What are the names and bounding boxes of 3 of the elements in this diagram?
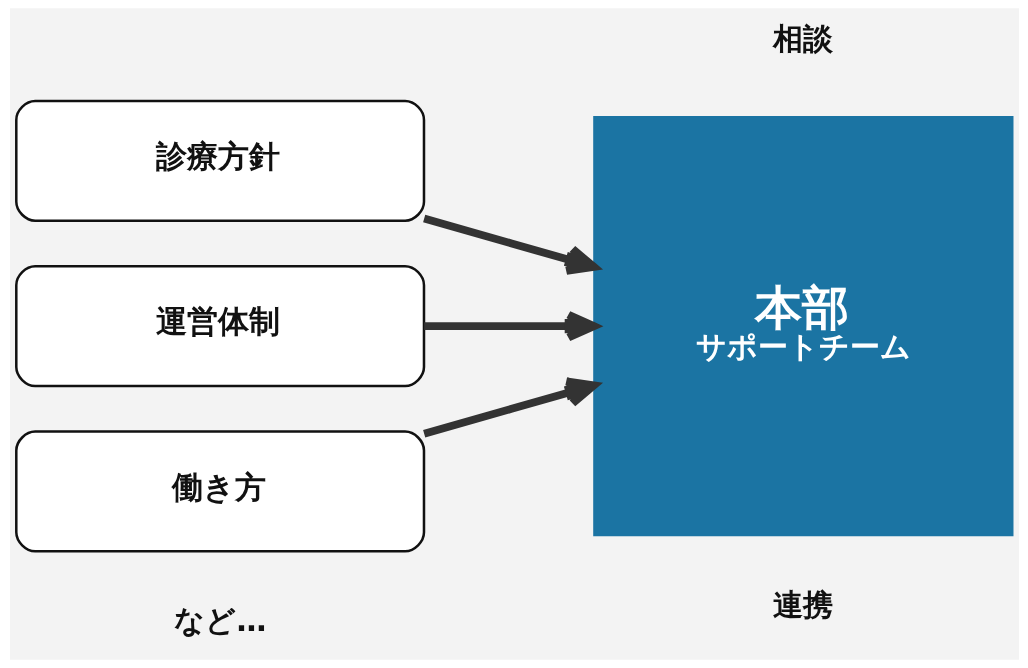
label: 相談 bbox=[772, 20, 833, 56]
label: など… bbox=[173, 603, 266, 639]
label: 連携 bbox=[772, 587, 833, 623]
